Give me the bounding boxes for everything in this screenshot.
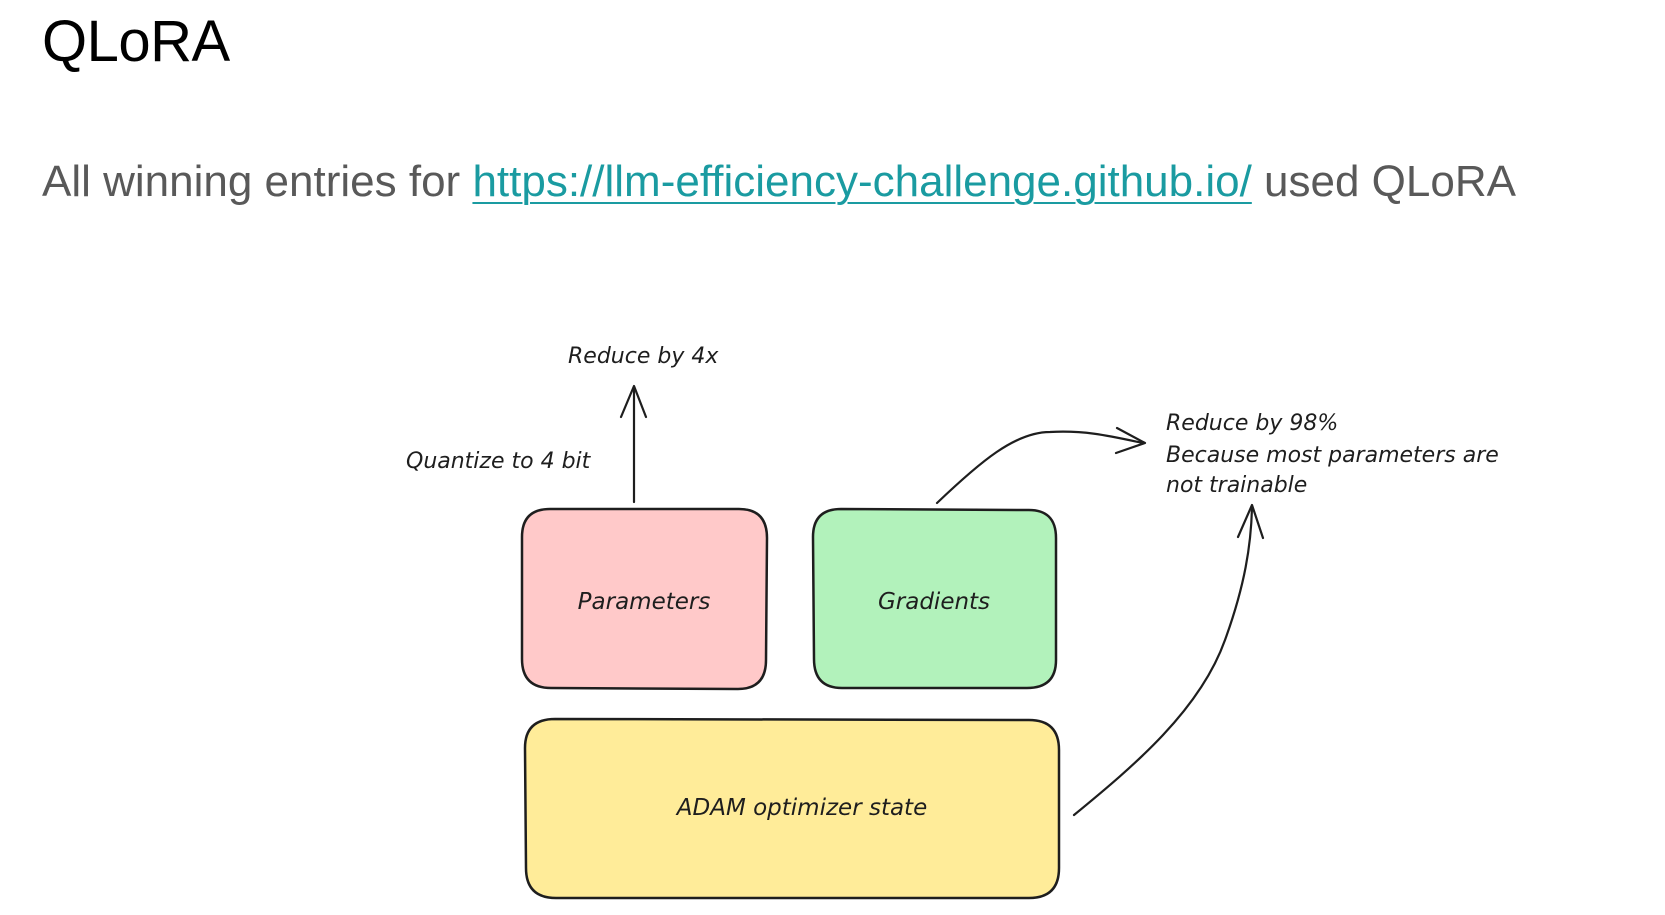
adam-label: ADAM optimizer state — [675, 795, 927, 821]
subtitle-prefix: All winning entries for — [42, 157, 461, 206]
parameters-box — [520, 507, 769, 691]
gradients-label: Gradients — [878, 589, 990, 615]
challenge-link[interactable]: https://llm-efficiency-challenge.github.… — [472, 157, 1252, 206]
gradients-arrow — [935, 430, 1145, 505]
quantize-arrowhead — [619, 384, 648, 419]
adam-arrowhead — [1236, 503, 1265, 540]
params-action-text: Quantize to 4 bit — [406, 449, 592, 474]
adam-box — [523, 717, 1061, 900]
grad-result-line1: Reduce by 98% — [1166, 411, 1338, 436]
params-result-text: Reduce by 4x — [568, 344, 719, 369]
subtitle: All winning entries for https://llm-effi… — [42, 152, 1516, 212]
gradients-box — [811, 507, 1058, 690]
gradients-arrowhead — [1114, 426, 1147, 455]
slide-title: QLoRA — [42, 9, 230, 74]
adam-arrow — [1072, 506, 1254, 817]
subtitle-suffix: used QLoRA — [1264, 157, 1516, 206]
grad-result-line3: not trainable — [1166, 473, 1307, 498]
grad-result-line2: Because most parameters are — [1166, 443, 1499, 468]
parameters-label: Parameters — [578, 589, 711, 615]
